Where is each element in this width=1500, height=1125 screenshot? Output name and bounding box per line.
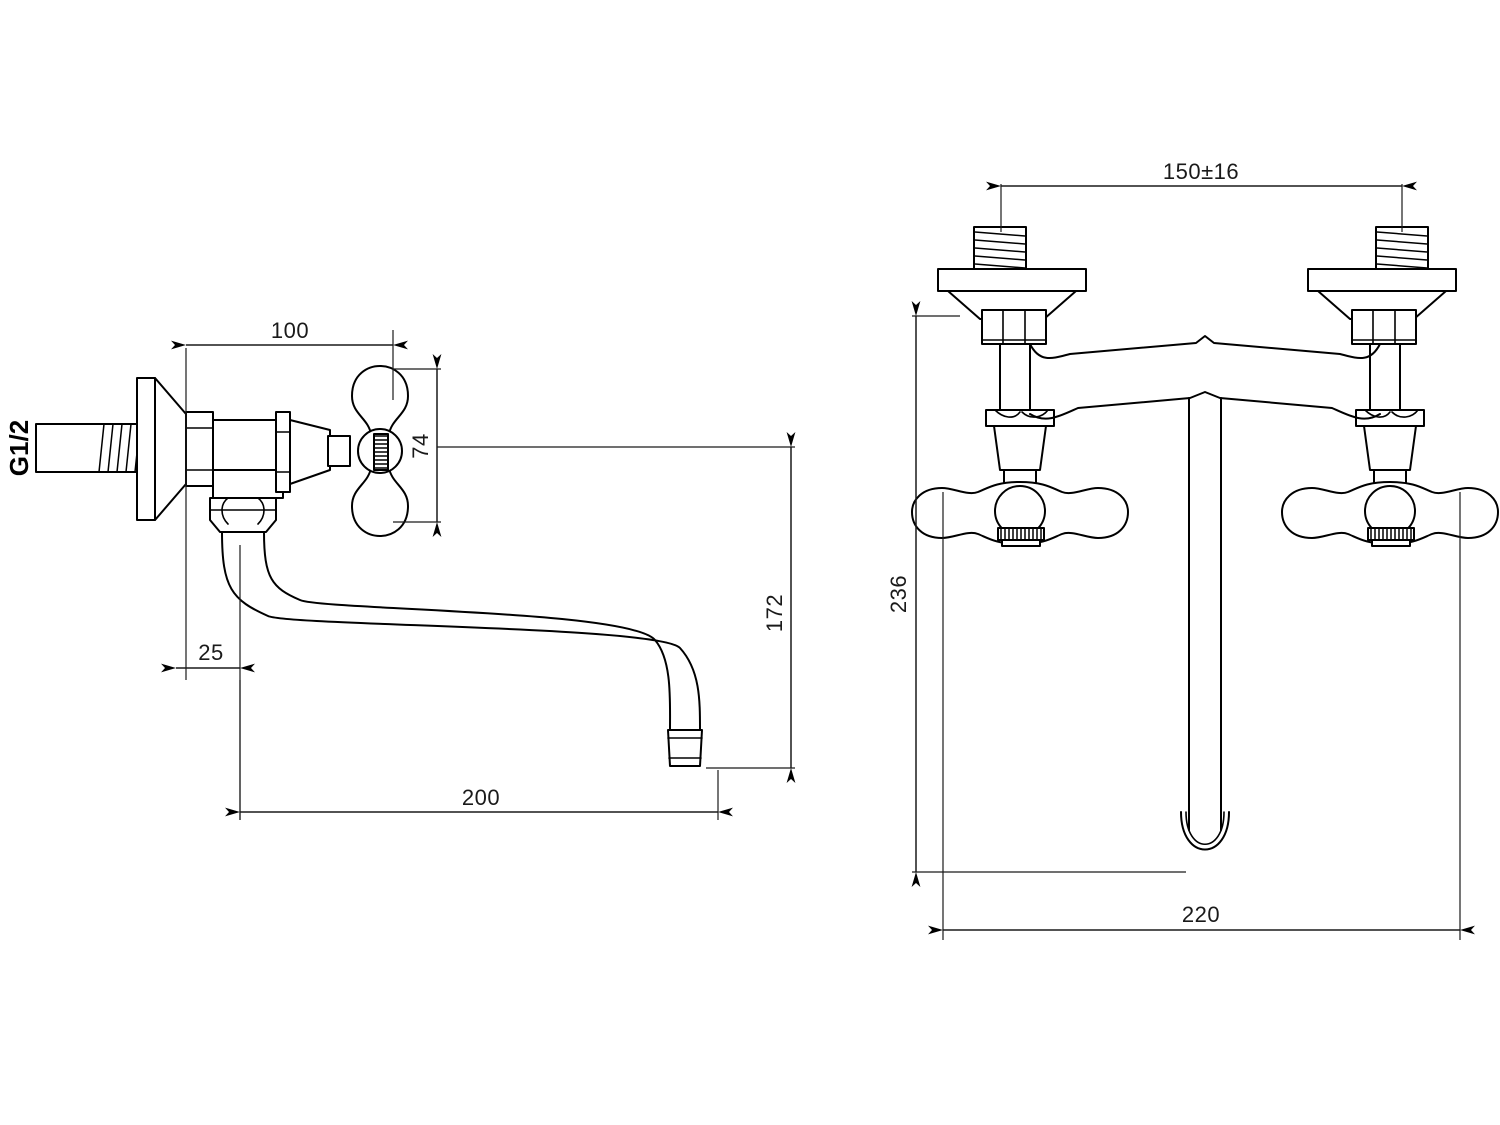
dimension-200-label: 200	[462, 785, 500, 810]
side-elevation-view: G1/2 100 74 25	[4, 318, 796, 820]
dimension-150pm16-label: 150±16	[1163, 159, 1239, 184]
inlet-thread-side	[35, 423, 147, 473]
cross-handle-front-right	[1281, 481, 1499, 545]
hex-nut-front-left	[981, 309, 1047, 345]
spout-side	[221, 531, 701, 731]
dimension-100-label: 100	[271, 318, 309, 343]
bonnet-front-left	[985, 409, 1055, 485]
dimension-25-label: 25	[198, 640, 223, 665]
dimension-100: 100	[171, 318, 408, 505]
front-left-assembly	[911, 226, 1129, 547]
thread-label: G1/2	[4, 420, 34, 476]
knurl-nut-front-left	[997, 527, 1045, 547]
hex-nut-front-right	[1351, 309, 1417, 345]
knurl-cap-side	[373, 433, 389, 471]
dimension-236-label: 236	[886, 575, 911, 613]
bonnet-side	[275, 411, 331, 493]
dimension-200: 200	[225, 680, 733, 820]
inlet-thread-front-left	[973, 226, 1027, 270]
knurl-nut-front-right	[1367, 527, 1415, 547]
escutcheon-side	[136, 377, 187, 521]
front-elevation-view: 150±16 236 220	[886, 159, 1499, 940]
dimension-74: 74	[393, 354, 442, 537]
inlet-thread-front-right	[1375, 226, 1429, 270]
aerator-cap-side	[667, 729, 703, 767]
hex-nut-side	[185, 411, 214, 487]
swivel-nut-side	[209, 497, 277, 533]
riser-front-left	[999, 343, 1031, 413]
dimension-172: 172	[437, 432, 796, 783]
dimension-220: 220	[928, 492, 1475, 940]
riser-front-right	[1369, 343, 1401, 413]
front-right-assembly	[1281, 226, 1499, 547]
dimension-236: 236	[886, 301, 1186, 887]
dimension-74-label: 74	[408, 433, 433, 458]
dimension-172-label: 172	[762, 594, 787, 632]
handle-shaft-side	[327, 435, 351, 467]
dimension-220-label: 220	[1182, 902, 1220, 927]
dimension-25: 25	[161, 505, 255, 820]
spout-outlet-front	[1180, 811, 1230, 851]
bonnet-front-right	[1355, 409, 1425, 485]
valve-body-side	[212, 419, 284, 499]
dimension-150pm16: 150±16	[986, 159, 1417, 232]
mixer-body-front	[1029, 335, 1381, 831]
